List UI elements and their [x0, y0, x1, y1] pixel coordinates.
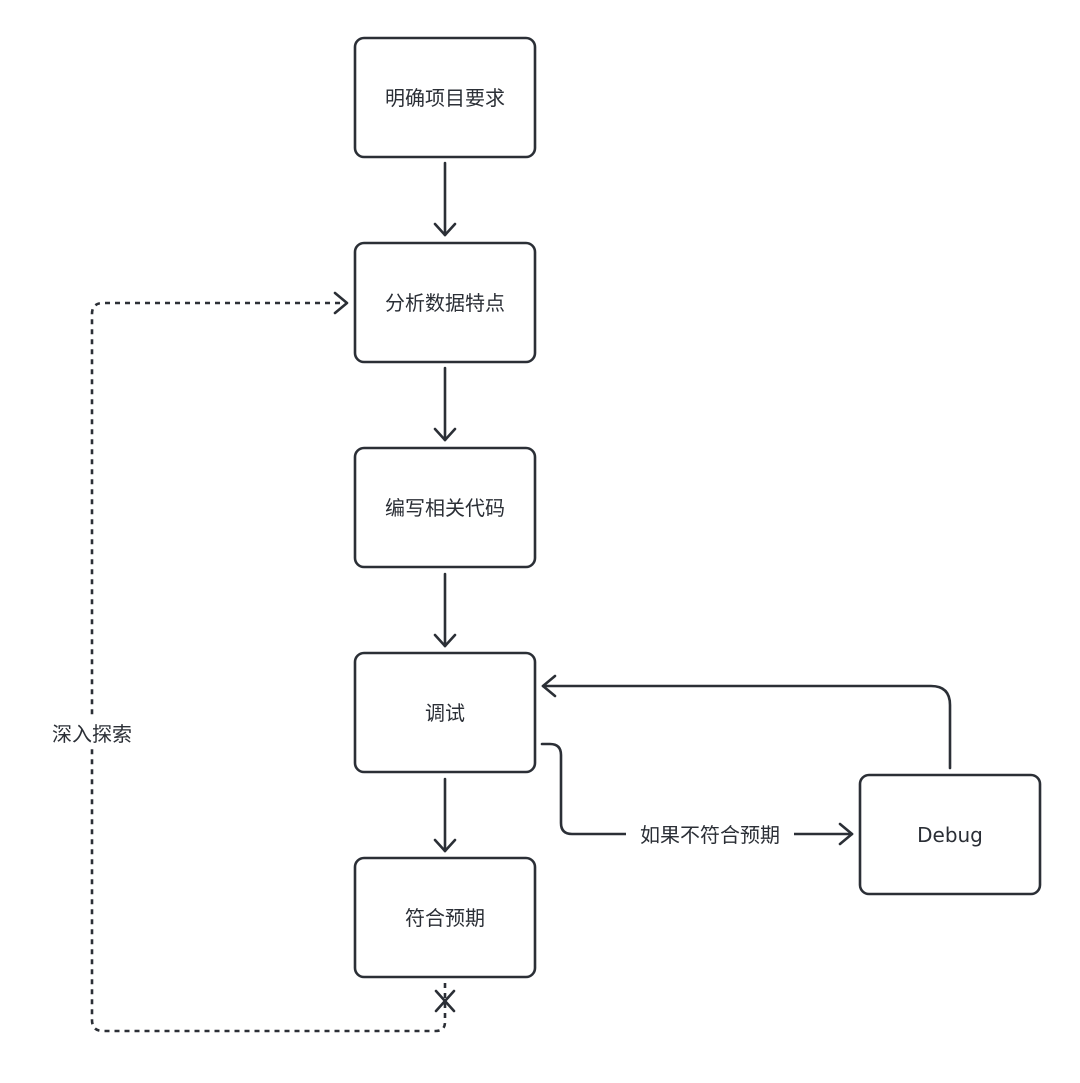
node-meets-expectations-label: 符合预期: [405, 906, 485, 930]
node-define-requirements: 明确项目要求: [353, 36, 537, 159]
node-analyze-data-label: 分析数据特点: [385, 291, 505, 315]
arrowhead-down-icon: [433, 633, 457, 648]
edge-meets-to-analyze-dashed: 深入探索: [44, 291, 456, 1033]
node-define-requirements-label: 明确项目要求: [385, 86, 505, 110]
cross-marker-icon: [434, 989, 456, 1013]
arrowhead-right-icon: [838, 822, 854, 846]
node-analyze-data: 分析数据特点: [353, 241, 537, 364]
arrowhead-down-icon: [433, 838, 457, 853]
arrowhead-right-icon: [333, 291, 349, 315]
node-write-code: 编写相关代码: [353, 446, 537, 569]
node-debugging: 调试: [353, 651, 537, 774]
arrowhead-down-icon: [433, 222, 457, 237]
edge-write-to-debugging: [433, 572, 457, 648]
node-write-code-label: 编写相关代码: [385, 496, 505, 520]
edge-label-not-meet-expectations: 如果不符合预期: [640, 823, 780, 847]
node-debug: Debug: [858, 773, 1042, 896]
node-debugging-label: 调试: [425, 701, 465, 725]
edge-debugging-to-debug: 如果不符合预期: [540, 742, 854, 850]
edge-analyze-to-write: [433, 366, 457, 442]
node-meets-expectations: 符合预期: [353, 856, 537, 979]
edge-label-deep-explore: 深入探索: [52, 722, 132, 746]
edge-requirements-to-analyze: [433, 161, 457, 237]
arrowhead-down-icon: [433, 427, 457, 442]
edge-debugging-to-meets: [433, 777, 457, 853]
arrowhead-left-icon: [541, 674, 557, 698]
node-debug-label: Debug: [917, 823, 983, 847]
edge-debug-to-debugging: [541, 674, 952, 770]
